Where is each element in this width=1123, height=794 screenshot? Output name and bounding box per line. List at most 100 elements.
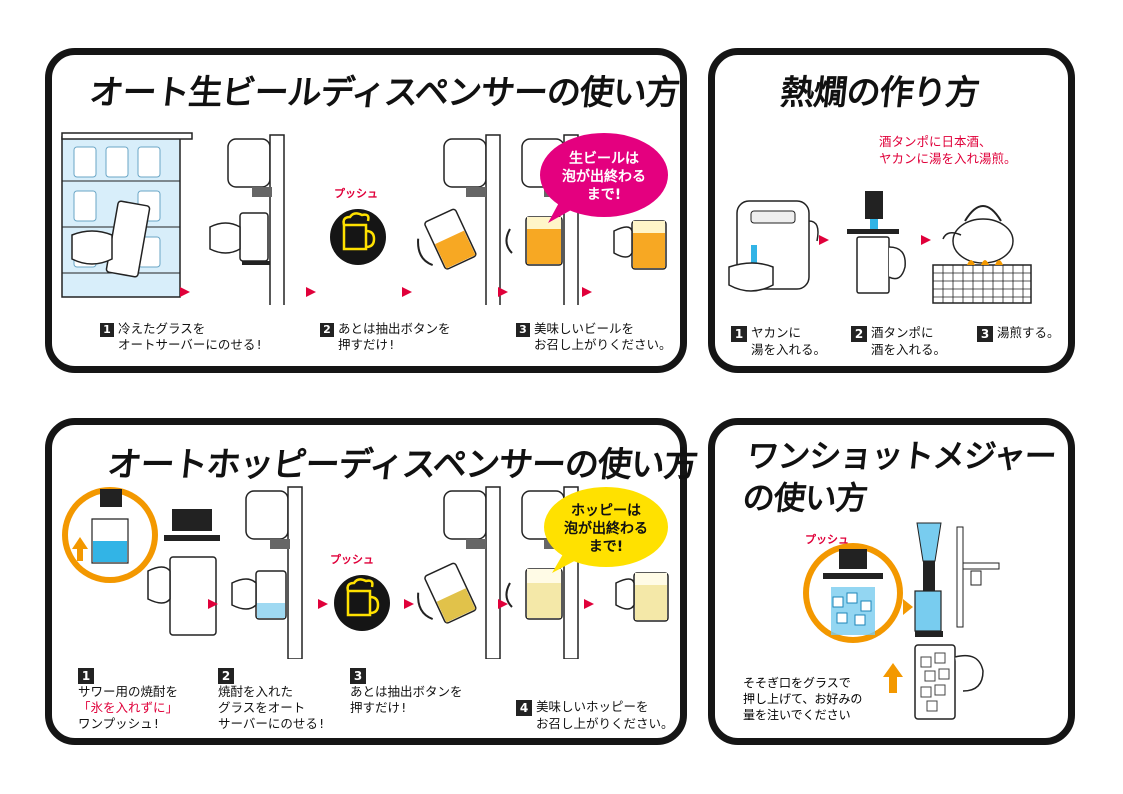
beer-panel-title: オート生ビールディスペンサーの使い方 — [87, 73, 681, 113]
title-line: の使い方 — [740, 479, 869, 517]
step-number-badge: 1 — [100, 322, 114, 337]
step-text: あとは抽出ボタンを — [338, 321, 451, 336]
sake-tanpo-icon — [847, 191, 906, 294]
note-line: 量を注いでください — [743, 708, 851, 722]
step-text: あとは抽出ボタンを — [350, 683, 463, 699]
step-text: 焼酎を入れた — [218, 683, 294, 699]
step-text: 押すだけ! — [338, 337, 396, 352]
arrow-icon — [208, 599, 218, 609]
shochu-push-illustration — [62, 487, 220, 636]
title-line: ワンショットメジャー — [745, 437, 1058, 475]
bubble-line-1: ホッピーは — [571, 503, 641, 519]
step-text: 酒タンポに — [871, 325, 934, 340]
atsukan-panel-title: 熱燗の作り方 — [778, 73, 981, 113]
one-shot-measure-panel: ワンショットメジャー の使い方 プッシュ そそぎ口をグラ — [708, 418, 1075, 745]
hot-water-pot-icon — [728, 200, 819, 292]
dispenser-pouring — [417, 134, 501, 305]
arrow-icon — [584, 599, 594, 609]
one-shot-measure-icon — [903, 522, 1000, 720]
measure-panel-title: ワンショットメジャー の使い方 — [741, 435, 1058, 519]
hoppy-step-2: 2 焼酎を入れた グラスをオート サーバーにのせる! — [218, 667, 325, 732]
arrow-icon — [819, 235, 829, 245]
step-text: ヤカンに — [751, 325, 802, 340]
step-number-badge: 1 — [78, 667, 94, 684]
beer-step-1: 1 冷えたグラスを オートサーバーにのせる! — [100, 321, 263, 353]
measure-zoom-circle: プッシュ — [803, 532, 903, 643]
step-text: グラスをオート — [218, 699, 306, 715]
atsukan-illustration — [728, 191, 1032, 304]
step-text-highlight: 「氷を入れずに」 — [78, 699, 179, 715]
arrow-icon — [318, 599, 328, 609]
arrow-icon — [306, 287, 316, 297]
step-number-badge: 1 — [731, 325, 747, 342]
arrow-icon — [921, 235, 931, 245]
fridge-illustration — [61, 132, 193, 298]
measure-illustration: プッシュ — [803, 522, 1000, 720]
arrow-icon — [402, 287, 412, 297]
speech-bubble: ホッピーは 泡が出終わる まで! — [544, 487, 668, 573]
atsukan-step-3: 3 湯煎する。 — [977, 325, 1060, 342]
step-text: 湯煎する。 — [997, 325, 1060, 340]
arrow-icon — [498, 599, 508, 609]
note-line: ヤカンに湯を入れ湯煎。 — [879, 151, 1017, 166]
step-number-badge: 3 — [516, 322, 530, 337]
push-label: プッシュ — [334, 186, 378, 200]
step-text: 美味しいビールを — [534, 321, 635, 336]
step-number-badge: 4 — [516, 699, 532, 716]
step-number-badge: 3 — [977, 325, 993, 342]
speech-bubble: 生ビールは 泡が出終わる まで! — [540, 133, 668, 223]
step-text: お召し上がりください。 — [536, 715, 674, 731]
push-button-icon: プッシュ — [330, 186, 386, 265]
bubble-line-3: まで! — [589, 539, 623, 555]
step-number-badge: 3 — [350, 667, 366, 684]
beer-mug-icon — [613, 220, 667, 270]
push-label: プッシュ — [330, 552, 374, 566]
up-arrow-icon — [883, 663, 903, 693]
step-text: 湯を入れる。 — [751, 341, 827, 357]
step-text: 美味しいホッピーを — [536, 699, 649, 714]
dispenser-with-glass — [209, 134, 285, 305]
note-line: そそぎ口をグラスで — [743, 676, 851, 690]
beer-illustration: プッシュ — [61, 132, 668, 305]
note-line: 酒タンポに日本酒、 — [879, 134, 992, 149]
step-text: 冷えたグラスを — [118, 321, 206, 336]
step-text: オートサーバーにのせる! — [118, 337, 263, 352]
kettle-on-grill-icon — [932, 205, 1032, 304]
beer-step-3: 3 美味しいビールを お召し上がりください。 — [516, 321, 672, 353]
step-number-badge: 2 — [320, 322, 334, 337]
step-text: サワー用の焼酎を — [78, 683, 179, 699]
beer-step-2: 2 あとは抽出ボタンを 押すだけ! — [320, 321, 451, 353]
bubble-line-1: 生ビールは — [569, 150, 639, 167]
atsukan-step-1: 1 ヤカンに 湯を入れる。 — [731, 325, 826, 358]
atsukan-step-2: 2 酒タンポに 酒を入れる。 — [851, 325, 946, 358]
arrow-icon — [498, 287, 508, 297]
step-text: お召し上がりください。 — [534, 337, 672, 352]
dispenser-pouring — [417, 486, 501, 659]
hoppy-step-3: 3 あとは抽出ボタンを 押すだけ! — [350, 667, 463, 716]
hoppy-step-4: 4 美味しいホッピーを お召し上がりください。 — [516, 699, 674, 732]
step-text: ワンプッシュ! — [78, 715, 161, 731]
bubble-line-3: まで! — [587, 187, 621, 203]
arrow-icon — [180, 287, 190, 297]
step-text: 押すだけ! — [350, 699, 408, 715]
step-text: サーバーにのせる! — [218, 715, 326, 731]
dispenser-with-glass — [231, 486, 303, 659]
atsukan-note: 酒タンポに日本酒、 ヤカンに湯を入れ湯煎。 — [879, 133, 1017, 167]
push-button-icon: プッシュ — [330, 552, 390, 631]
push-label: プッシュ — [805, 532, 849, 546]
step-text: 酒を入れる。 — [871, 341, 947, 357]
measure-note: そそぎ口をグラスで 押し上げて、お好みの 量を注いでください — [743, 675, 862, 723]
note-line: 押し上げて、お好みの — [743, 692, 863, 706]
beer-dispenser-panel: オート生ビールディスペンサーの使い方 — [45, 48, 687, 373]
bubble-line-2: 泡が出終わる — [562, 168, 646, 185]
arrow-icon — [404, 599, 414, 609]
step-number-badge: 2 — [218, 667, 234, 684]
arrow-icon — [582, 287, 592, 297]
bubble-line-2: 泡が出終わる — [564, 520, 648, 537]
step-number-badge: 2 — [851, 325, 867, 342]
hoppy-illustration: プッシュ — [62, 486, 669, 659]
hoppy-dispenser-panel: オートホッピーディスペンサーの使い方 プッシュ — [45, 418, 699, 745]
atsukan-panel: 熱燗の作り方 酒タンポに日本酒、 ヤカンに湯を入れ湯煎。 — [708, 48, 1075, 373]
hoppy-step-1: 1 サワー用の焼酎を 「氷を入れずに」 ワンプッシュ! — [78, 667, 178, 732]
hoppy-mug-icon — [615, 572, 669, 622]
